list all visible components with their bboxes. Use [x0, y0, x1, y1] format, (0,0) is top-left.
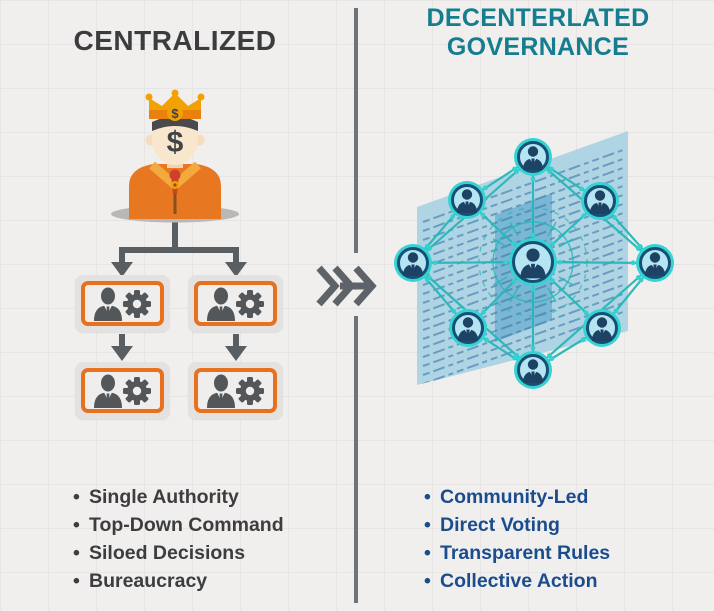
person-icon: [527, 146, 539, 157]
right-bullet-list: Community-Led Direct Voting Transparent …: [424, 483, 610, 595]
list-item: Bureaucracy: [73, 567, 284, 595]
right-title: DECENTERLATED GOVERNANCE: [393, 4, 683, 62]
network-node-bottom: [514, 351, 552, 389]
person-icon: [596, 317, 608, 328]
list-item: Community-Led: [424, 483, 610, 511]
person-icon: [407, 252, 419, 263]
network-node-lower-right: [583, 309, 621, 347]
network-node-left: [394, 244, 432, 282]
person-icon: [93, 287, 122, 321]
person-icon: [526, 248, 540, 262]
divider-line-top: [354, 8, 358, 253]
king-face: [152, 115, 198, 165]
list-item: Transparent Rules: [424, 539, 610, 567]
king-tie: [169, 169, 181, 194]
worker-gear-icon: [93, 374, 151, 408]
king-hair: [152, 116, 198, 131]
network-node-lower-left: [449, 309, 487, 347]
list-item: Direct Voting: [424, 511, 610, 539]
org-box-4: [188, 362, 283, 419]
list-item: Top-Down Command: [73, 511, 284, 539]
person-icon: [594, 190, 606, 201]
network-nodes: [394, 138, 674, 389]
crown-dollar-symbol: $: [171, 106, 179, 121]
king-icon: $ $: [111, 89, 239, 223]
network-node-upper-left: [448, 181, 486, 219]
list-item: Siloed Decisions: [73, 539, 284, 567]
network-node-right: [636, 244, 674, 282]
worker-gear-icon: [206, 374, 264, 408]
triple-chevron-arrow-icon: [316, 265, 377, 307]
network-node-upper-right: [581, 182, 619, 220]
org-box-2: [188, 275, 283, 332]
network-node-top: [514, 138, 552, 176]
org-box-3: [75, 362, 170, 419]
list-item: Single Authority: [73, 483, 284, 511]
right-title-line2: GOVERNANCE: [446, 33, 630, 61]
person-icon: [461, 189, 473, 200]
list-item: Collective Action: [424, 567, 610, 595]
left-bullet-list: Single Authority Top-Down Command Siloed…: [73, 483, 284, 595]
crown-icon: $: [145, 89, 205, 121]
person-icon: [462, 317, 474, 328]
person-icon: [649, 252, 661, 263]
worker-gear-icon: [206, 287, 264, 321]
divider-line-bottom: [354, 316, 358, 603]
center-orbit-rings: [478, 207, 588, 317]
org-box-1: [75, 275, 170, 332]
person-icon: [527, 359, 539, 370]
left-title: CENTRALIZED: [73, 25, 277, 56]
face-dollar-symbol: $: [167, 126, 184, 159]
network-node-center: [509, 238, 557, 286]
right-title-line1: DECENTERLATED: [426, 4, 650, 32]
worker-gear-icon: [93, 287, 151, 321]
gear-icon: [122, 289, 151, 318]
king-collar: [149, 161, 201, 189]
network-diagram: [394, 131, 674, 389]
